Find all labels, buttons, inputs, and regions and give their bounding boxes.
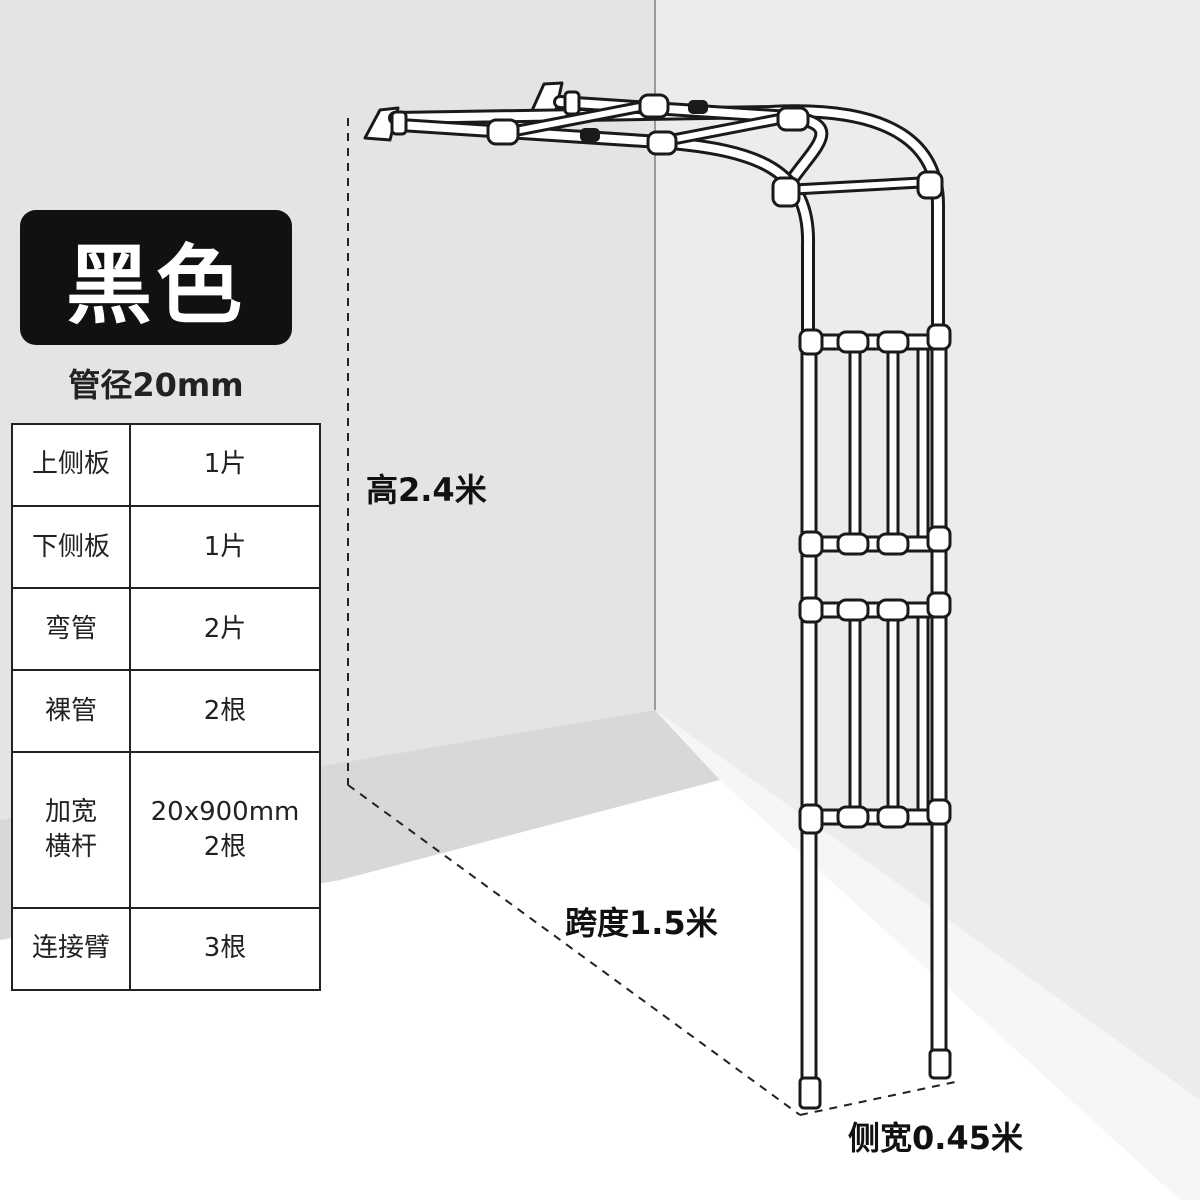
floor-shadow-right xyxy=(655,710,1200,1200)
part-name: 上侧板 xyxy=(11,422,131,508)
span-dimension-label: 跨度1.5米 xyxy=(565,904,718,942)
table-row: 裸管 2根 xyxy=(11,669,321,754)
part-name: 弯管 xyxy=(11,587,131,672)
table-row: 上侧板 1片 xyxy=(11,422,321,508)
pipe-diameter-label: 管径20mm xyxy=(68,366,244,404)
table-row: 加宽 横杆 20x900mm 2根 xyxy=(11,751,321,909)
part-name: 加宽 横杆 xyxy=(11,751,131,909)
part-qty: 20x900mm 2根 xyxy=(129,751,321,909)
parts-table: 上侧板 1片 下侧板 1片 弯管 2片 裸管 2根 加宽 横杆 20x900mm… xyxy=(11,422,321,992)
part-qty: 2片 xyxy=(129,587,321,672)
part-qty: 1片 xyxy=(129,505,321,590)
part-name: 连接臂 xyxy=(11,906,131,992)
table-row: 下侧板 1片 xyxy=(11,505,321,590)
color-label: 黑色 xyxy=(66,236,246,336)
part-name: 下侧板 xyxy=(11,505,131,590)
dark-fasteners xyxy=(580,100,708,142)
height-dimension-label: 高2.4米 xyxy=(366,471,487,509)
part-qty: 3根 xyxy=(129,906,321,992)
arch-frame xyxy=(363,81,952,1110)
color-badge: 黑色 xyxy=(20,210,292,345)
dimension-lines xyxy=(347,118,956,1116)
part-qty: 1片 xyxy=(129,422,321,508)
part-name: 裸管 xyxy=(11,669,131,754)
table-row: 弯管 2片 xyxy=(11,587,321,672)
side-width-dimension-label: 侧宽0.45米 xyxy=(848,1119,1023,1157)
table-row: 连接臂 3根 xyxy=(11,906,321,992)
part-qty: 2根 xyxy=(129,669,321,754)
